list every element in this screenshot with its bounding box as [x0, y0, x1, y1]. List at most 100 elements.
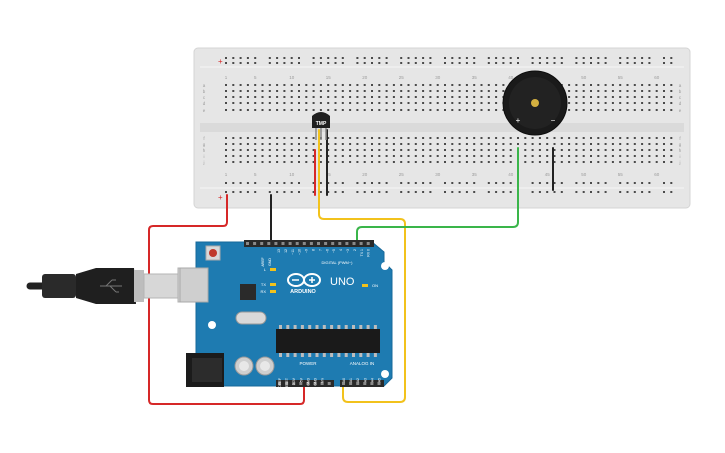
column-number: 10: [289, 172, 295, 177]
row-letter: b: [203, 89, 206, 94]
column-number: 15: [326, 75, 332, 80]
row-letter: c: [203, 95, 206, 100]
column-number: 60: [654, 172, 660, 177]
wires[interactable]: [148, 129, 554, 405]
digital-header[interactable]: [244, 240, 374, 247]
tx-led: [270, 283, 276, 286]
column-number: 25: [399, 75, 405, 80]
pin-label: ~6: [325, 249, 329, 253]
pin-label: 3.3V: [292, 377, 296, 385]
buzzer-minus-label: −: [551, 116, 556, 125]
row-letter: d: [679, 101, 682, 106]
row-letter: d: [203, 101, 206, 106]
pin-label: GND: [306, 378, 310, 386]
row-letter: c: [679, 95, 682, 100]
model-label: UNO: [330, 276, 355, 288]
row-letter: h: [679, 148, 682, 153]
column-number: 40: [508, 75, 514, 80]
column-number: 10: [289, 75, 295, 80]
row-letter: f: [679, 136, 681, 141]
pin-label: RX 0: [367, 249, 371, 257]
row-letter: g: [679, 142, 682, 147]
pin-label: A2: [356, 378, 360, 382]
power-header[interactable]: [276, 380, 334, 387]
column-number: 20: [362, 172, 368, 177]
pin-label: IOREF: [278, 378, 282, 389]
row-letter: j: [679, 160, 681, 165]
pin-label: 13: [277, 249, 281, 253]
tx-label: TX: [261, 282, 266, 287]
pin-label: A5: [378, 378, 382, 382]
digital-header-label: DIGITAL (PWM~): [322, 260, 354, 265]
piezo-buzzer[interactable]: + −: [502, 70, 568, 136]
arduino-logo-icon: [287, 273, 321, 287]
pin-label: 8: [312, 249, 316, 251]
row-letter: e: [203, 108, 206, 113]
column-number: 15: [326, 172, 332, 177]
row-letter: j: [203, 160, 205, 165]
column-number: 55: [618, 75, 624, 80]
buzzer-plus-label: +: [516, 116, 521, 125]
rail-plus-label-top: +: [218, 57, 223, 66]
rx-label: RX: [260, 289, 266, 294]
pin-label: 7: [318, 249, 322, 251]
temperature-sensor[interactable]: TMP: [312, 112, 330, 140]
power-header-label: POWER: [299, 361, 317, 366]
column-number: 1: [225, 172, 228, 177]
pin-label: 5V: [299, 377, 303, 382]
pin-label: ~9: [305, 249, 309, 253]
pin-label: ~3: [346, 249, 350, 253]
aref-label: AREF: [261, 257, 265, 266]
row-letter: f: [203, 136, 205, 141]
pin-label: 12: [284, 249, 288, 253]
row-letter: a: [203, 83, 206, 88]
column-number: 55: [618, 172, 624, 177]
rx-led: [270, 290, 276, 293]
brand-label: ARDUINO: [290, 289, 316, 295]
column-number: 50: [581, 75, 587, 80]
red-wire-5v[interactable]: [148, 194, 305, 405]
usb-chip: [240, 284, 256, 300]
column-number: 5: [254, 75, 257, 80]
sensor-label: TMP: [316, 121, 327, 127]
row-letter: i: [680, 154, 681, 159]
reset-button-cap[interactable]: [209, 249, 217, 257]
pin-label: A3: [363, 378, 367, 382]
column-number: 45: [545, 172, 551, 177]
l-label: L: [264, 267, 267, 272]
column-number: 1: [225, 75, 228, 80]
pin-label: RESET: [285, 377, 289, 390]
green-wire-d2[interactable]: [356, 147, 519, 246]
yellow-wire-a0[interactable]: [318, 129, 406, 403]
pin-label: ~10: [298, 249, 302, 255]
pin-label: 2: [353, 249, 357, 251]
usb-icon: [100, 279, 122, 293]
crystal-oscillator: [235, 311, 267, 325]
analog-header-label: ANALOG IN: [350, 361, 375, 366]
atmega-chip: [276, 325, 380, 357]
row-letter: i: [204, 154, 205, 159]
column-number: 35: [472, 172, 478, 177]
breadboard-holes[interactable]: [225, 57, 673, 193]
gnd-label: GND: [268, 258, 272, 266]
pin-label: TX 1: [360, 249, 364, 256]
column-number: 20: [362, 75, 368, 80]
column-number: 5: [254, 172, 257, 177]
analog-header[interactable]: [340, 380, 384, 387]
row-letter: e: [679, 108, 682, 113]
column-number: 50: [581, 172, 587, 177]
row-letter: b: [679, 89, 682, 94]
column-number: 30: [435, 172, 441, 177]
rail-plus-label-bottom: +: [218, 193, 223, 202]
pin-label: A1: [349, 378, 353, 382]
column-number: 30: [435, 75, 441, 80]
column-number: 35: [472, 75, 478, 80]
